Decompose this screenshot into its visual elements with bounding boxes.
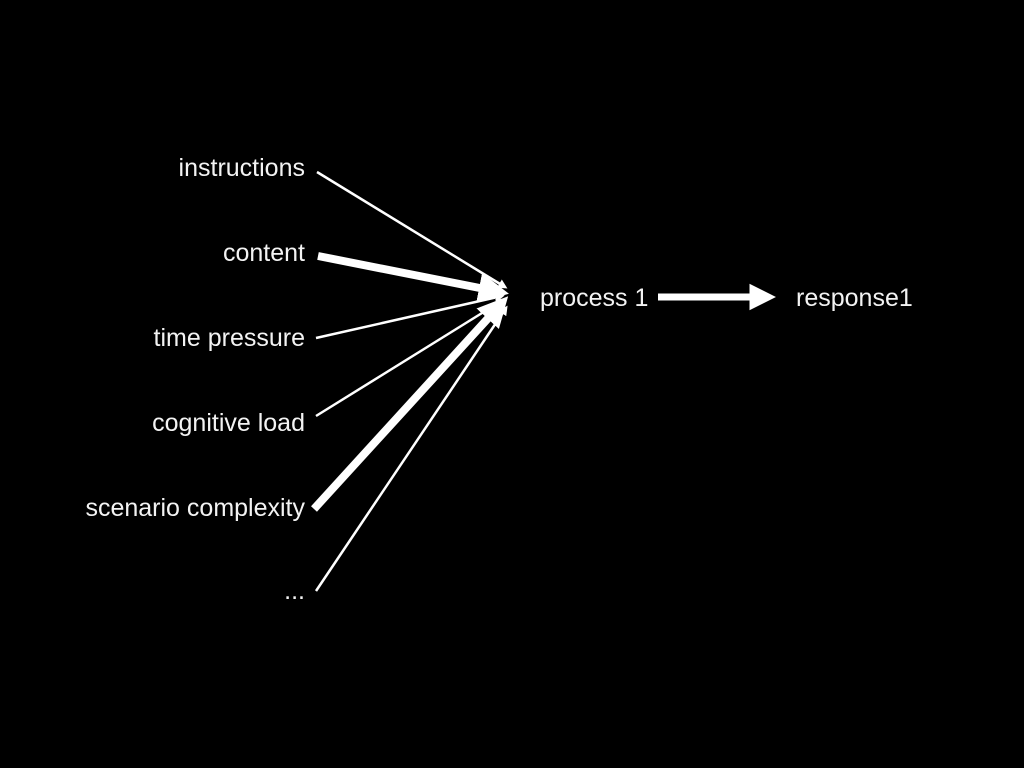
input-label-time-pressure: time pressure	[154, 324, 305, 352]
input-label-scenario-complexity: scenario complexity	[85, 494, 305, 522]
input-label-cognitive-load: cognitive load	[152, 409, 305, 437]
edge-ellipsis-to-process	[314, 305, 508, 592]
edge-time-pressure-to-process	[315, 292, 505, 340]
input-label-content: content	[223, 239, 305, 267]
edge-cognitive-load-to-process	[315, 298, 506, 418]
input-label-ellipsis: ...	[284, 577, 305, 605]
process-node-label: process 1	[540, 284, 648, 312]
response-node-label: response1	[796, 284, 913, 312]
edge-scenario-complexity-to-process	[311, 296, 509, 512]
edge-content-to-process	[317, 252, 509, 303]
input-label-instructions: instructions	[179, 154, 305, 182]
edge-instructions-to-process	[316, 170, 508, 289]
